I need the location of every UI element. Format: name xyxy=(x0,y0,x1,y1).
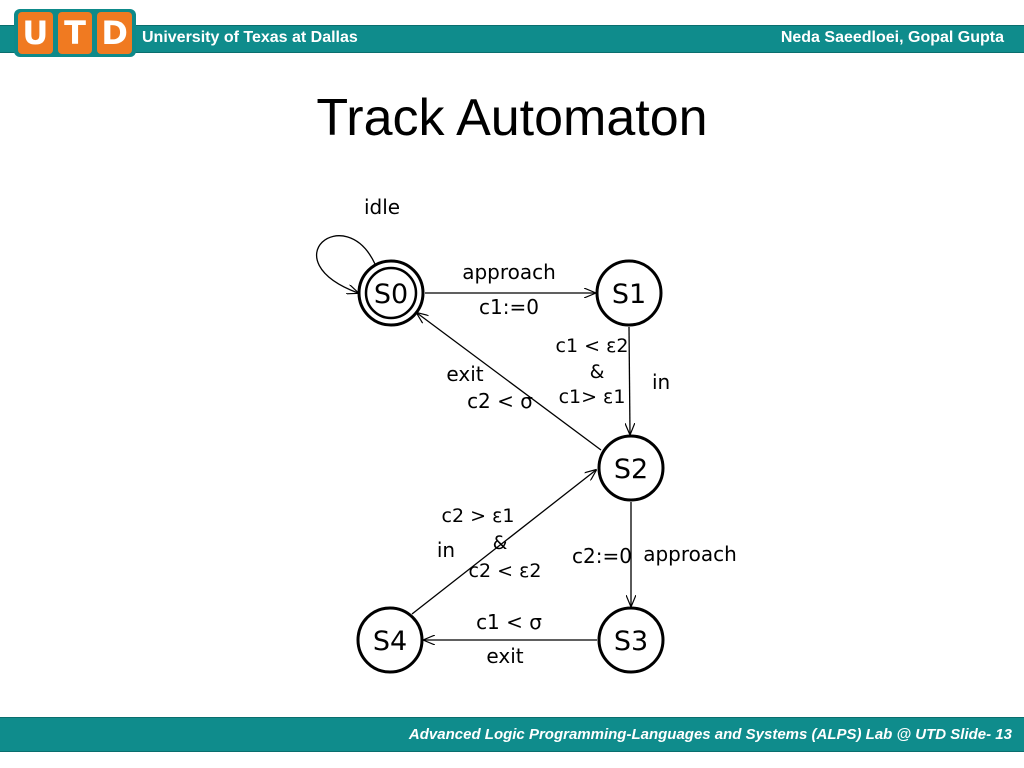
state-label-s1: S1 xyxy=(612,279,646,310)
state-label-s0: S0 xyxy=(374,279,408,310)
logo-letter-d: D xyxy=(97,12,133,54)
state-s2: S2 xyxy=(597,434,665,502)
label-s1-s2-guard-1: c1 < ε2 xyxy=(556,335,629,357)
edge-s2-s0 xyxy=(417,313,602,451)
footer-text: Advanced Logic Programming-Languages and… xyxy=(408,726,1012,743)
state-label-s3: S3 xyxy=(614,626,648,657)
state-label-s4: S4 xyxy=(373,626,407,657)
label-s2-s3-update: c2:=0 xyxy=(572,544,632,568)
state-s1: S1 xyxy=(595,259,663,327)
footer-bar xyxy=(0,717,1024,752)
label-s0-s1-update: c1:=0 xyxy=(479,295,539,319)
university-name: University of Texas at Dallas xyxy=(142,29,358,46)
label-s0-s1-action: approach xyxy=(462,260,556,284)
label-s4-s2-action: in xyxy=(437,538,455,562)
edge-s4-s2 xyxy=(411,470,596,615)
state-s4: S4 xyxy=(356,606,424,674)
slide-title: Track Automaton xyxy=(316,89,708,147)
logo-letter-u: U xyxy=(18,12,53,54)
header-bar xyxy=(0,25,1024,53)
logo-letter-t: T xyxy=(57,12,93,54)
label-s2-s0-guard: c2 < σ xyxy=(467,389,533,413)
author-names: Neda Saeedloei, Gopal Gupta xyxy=(780,29,1004,46)
label-s0-self-action: idle xyxy=(364,195,400,219)
utd-logo: U T D xyxy=(14,9,136,57)
label-s1-s2-guard-2: & xyxy=(590,361,605,383)
state-s3: S3 xyxy=(597,606,665,674)
label-s2-s0-action: exit xyxy=(446,362,483,386)
label-s4-s2-guard-3: c2 < ε2 xyxy=(469,560,542,582)
label-s3-s4-action: exit xyxy=(486,644,523,668)
label-s2-s3-action: approach xyxy=(643,542,737,566)
label-s1-s2-guard-3: c1> ε1 xyxy=(559,386,626,408)
state-s0: S0 xyxy=(357,259,425,327)
state-label-s2: S2 xyxy=(614,454,648,485)
label-s4-s2-guard-2: & xyxy=(493,532,508,554)
label-s4-s2-guard-1: c2 > ε1 xyxy=(442,505,515,527)
edge-s1-s2 xyxy=(629,326,630,434)
label-s1-s2-action: in xyxy=(652,370,670,394)
edge-s0-self-loop xyxy=(315,235,376,293)
label-s3-s4-guard: c1 < σ xyxy=(476,610,542,634)
